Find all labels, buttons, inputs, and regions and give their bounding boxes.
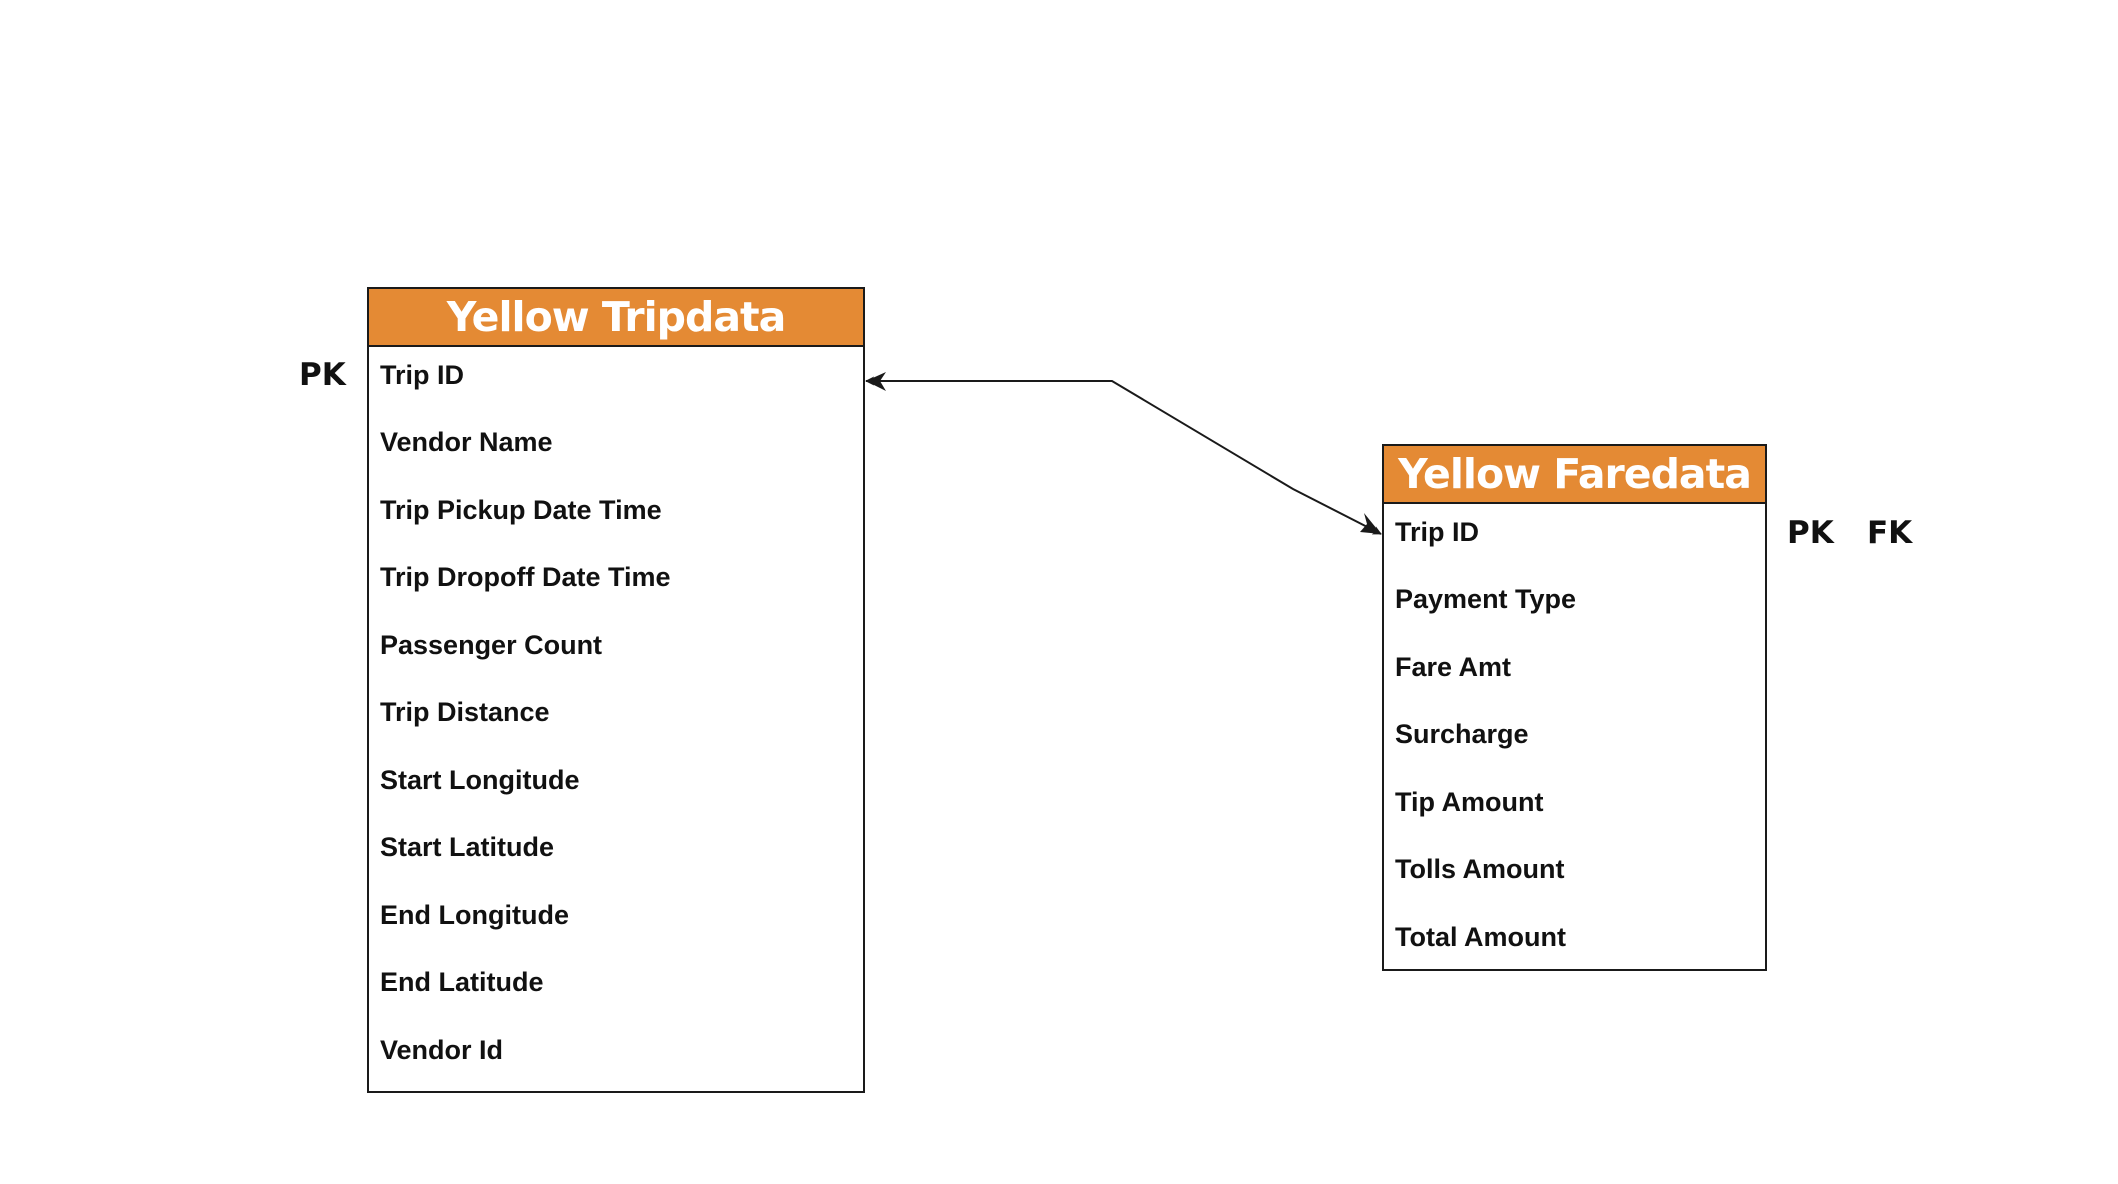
primary-key-label: PK (299, 357, 346, 393)
field-trip-distance[interactable]: Trip Distance (380, 697, 550, 728)
field-passenger-count[interactable]: Passenger Count (380, 629, 603, 660)
field-payment-type[interactable]: Payment Type (1395, 584, 1577, 615)
field-trip-id[interactable]: Trip ID (380, 360, 465, 390)
table-yellow-tripdata[interactable]: Yellow Tripdata Trip ID Vendor Name Trip… (367, 287, 865, 1093)
foreign-key-label: FK (1867, 515, 1913, 551)
arrowhead-tripdata-icon (866, 372, 886, 391)
field-surcharge[interactable]: Surcharge (1395, 719, 1529, 750)
field-trip-pickup-date-time[interactable]: Trip Pickup Date Time (380, 494, 662, 525)
table-yellow-faredata[interactable]: Yellow Faredata Trip ID Payment Type Far… (1382, 444, 1767, 971)
field-start-latitude[interactable]: Start Latitude (380, 832, 555, 863)
field-fare-amt[interactable]: Fare Amt (1395, 651, 1512, 682)
field-vendor-id[interactable]: Vendor Id (380, 1034, 504, 1065)
field-list: Trip ID Vendor Name Trip Pickup Date Tim… (369, 347, 863, 1084)
table-title: Yellow Faredata (1384, 446, 1765, 504)
field-end-latitude[interactable]: End Latitude (380, 967, 544, 998)
field-start-longitude[interactable]: Start Longitude (380, 764, 580, 795)
field-vendor-name[interactable]: Vendor Name (380, 427, 553, 458)
field-trip-id[interactable]: Trip ID (1395, 517, 1480, 547)
arrowhead-faredata-icon (1360, 513, 1381, 534)
field-list: Trip ID Payment Type Fare Amt Surcharge … (1384, 504, 1765, 971)
relationship-line[interactable] (865, 376, 1382, 535)
field-trip-dropoff-date-time[interactable]: Trip Dropoff Date Time (380, 562, 671, 593)
table-title: Yellow Tripdata (369, 289, 863, 347)
field-end-longitude[interactable]: End Longitude (380, 899, 569, 930)
field-total-amount[interactable]: Total Amount (1395, 921, 1566, 952)
field-tolls-amount[interactable]: Tolls Amount (1395, 854, 1565, 885)
primary-key-label: PK (1787, 515, 1834, 551)
field-tip-amount[interactable]: Tip Amount (1395, 786, 1544, 817)
